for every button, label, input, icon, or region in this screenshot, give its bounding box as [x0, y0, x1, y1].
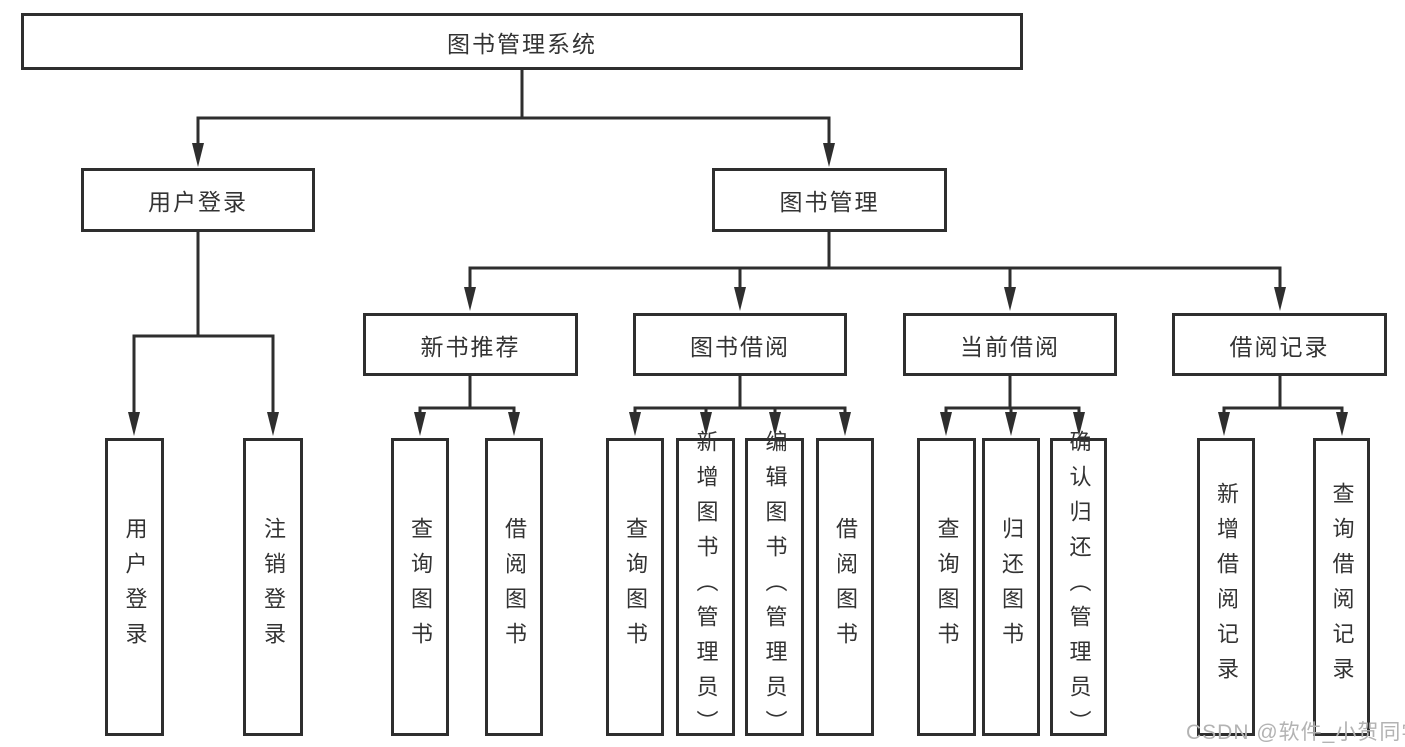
leaf-query-book-current-label: 查询图书: [934, 517, 960, 657]
node-user-login-label: 用户登录: [148, 189, 248, 215]
leaf-add-book-admin-label: 新增图书（管理员）: [693, 429, 719, 745]
leaf-add-book-admin: 新增图书（管理员）: [676, 430, 735, 745]
leaf-query-book-borrow: 查询图书: [606, 438, 664, 736]
node-new-book-recommend-label: 新书推荐: [420, 333, 521, 360]
node-new-book-recommend: 新书推荐: [363, 313, 578, 376]
node-root: 图书管理系统: [21, 13, 1023, 70]
leaf-logout-label: 注销登录: [261, 517, 286, 657]
node-current-borrow-label: 当前借阅: [960, 333, 1060, 360]
leaf-confirm-return-admin-label: 确认归还（管理员）: [1066, 429, 1092, 745]
node-current-borrow: 当前借阅: [903, 313, 1117, 376]
leaf-query-book-current: 查询图书: [917, 438, 976, 736]
leaf-borrow-book-recommend: 借阅图书: [485, 438, 543, 736]
leaf-edit-book-admin: 编辑图书（管理员）: [745, 430, 804, 745]
leaf-query-borrow-record-label: 查询借阅记录: [1329, 482, 1355, 692]
connector-borrow-record: [1218, 374, 1348, 436]
leaf-query-book-recommend-label: 查询图书: [408, 517, 433, 657]
connector-book-management: [464, 230, 1286, 311]
node-root-label: 图书管理系统: [447, 30, 597, 57]
leaf-user-login-label: 用户登录: [122, 517, 148, 657]
connector-user-login: [128, 230, 279, 436]
node-borrow-record-label: 借阅记录: [1229, 333, 1330, 360]
csdn-watermark: CSDN @软件_小贺同学: [1186, 721, 1405, 744]
node-user-login: 用户登录: [81, 168, 315, 232]
connector-book-borrow: [629, 374, 851, 436]
node-book-borrow-label: 图书借阅: [690, 333, 790, 360]
connector-root: [192, 68, 835, 167]
leaf-borrow-book: 借阅图书: [816, 438, 874, 736]
leaf-return-book-label: 归还图书: [999, 517, 1024, 657]
leaf-logout: 注销登录: [243, 438, 303, 736]
node-book-borrow: 图书借阅: [633, 313, 847, 376]
leaf-query-book-recommend: 查询图书: [391, 438, 449, 736]
leaf-add-borrow-record: 新增借阅记录: [1197, 438, 1255, 736]
leaf-query-book-borrow-label: 查询图书: [623, 517, 648, 657]
connector-new-book-recommend: [414, 374, 520, 436]
leaf-edit-book-admin-label: 编辑图书（管理员）: [762, 429, 788, 745]
connector-current-borrow: [940, 374, 1085, 436]
node-book-management-label: 图书管理: [779, 189, 880, 215]
leaf-borrow-book-recommend-label: 借阅图书: [502, 517, 527, 657]
leaf-user-login: 用户登录: [105, 438, 164, 736]
leaf-query-borrow-record: 查询借阅记录: [1313, 438, 1370, 736]
leaf-borrow-book-label: 借阅图书: [833, 517, 858, 657]
leaf-return-book: 归还图书: [982, 438, 1040, 736]
leaf-add-borrow-record-label: 新增借阅记录: [1214, 482, 1239, 692]
node-borrow-record: 借阅记录: [1172, 313, 1387, 376]
node-book-management: 图书管理: [712, 168, 947, 232]
leaf-confirm-return-admin: 确认归还（管理员）: [1050, 430, 1107, 745]
